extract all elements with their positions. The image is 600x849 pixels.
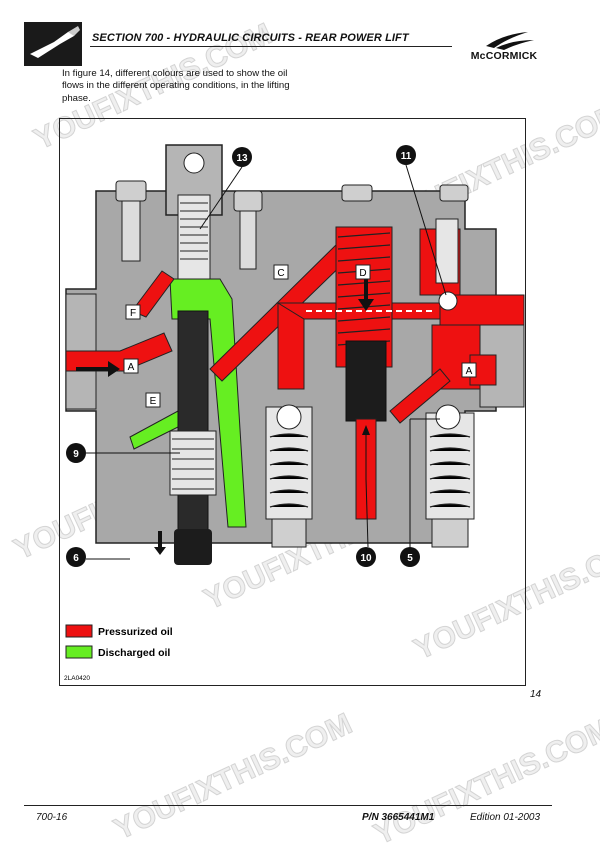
letter-label: A xyxy=(466,366,473,377)
footer-page-number: 700-16 xyxy=(36,812,68,823)
brand-name: McCORMICK xyxy=(470,50,538,62)
hydraulic-diagram: A A C D E F 13 11 xyxy=(64,144,525,682)
watermark-text: YOUFIXTHIS.COM xyxy=(369,712,600,849)
callout-label: 11 xyxy=(401,151,412,162)
section-title: SECTION 700 - HYDRAULIC CIRCUITS - REAR … xyxy=(92,32,409,44)
letter-label: A xyxy=(128,362,135,373)
hydraulic-figure: A A C D E F 13 11 xyxy=(59,118,526,686)
section-icon xyxy=(24,22,82,66)
letter-label: E xyxy=(150,396,157,407)
footer-edition: Edition 01-2003 xyxy=(470,812,541,823)
legend-label-pressurized: Pressurized oil xyxy=(98,626,173,638)
callout-label: 9 xyxy=(73,449,79,460)
watermark-text: YOUFIXTHIS.COM xyxy=(109,707,357,846)
callout-label: 5 xyxy=(407,553,413,564)
legend-label-discharged: Discharged oil xyxy=(98,647,170,659)
header-divider xyxy=(90,46,452,47)
figure-code: 2LA0420 xyxy=(64,675,90,682)
legend-swatch-pressurized xyxy=(65,624,93,638)
callout-numbers: 13 11 9 6 10 5 xyxy=(66,145,420,567)
figure-number: 14 xyxy=(530,689,542,700)
port-letter-labels: A A C D E F xyxy=(123,264,477,408)
callout-label: 10 xyxy=(360,553,372,564)
legend: Pressurized oil Discharged oil xyxy=(65,624,173,659)
callout-label: 6 xyxy=(73,553,79,564)
legend-swatch-discharged xyxy=(65,645,93,659)
mccormick-logo-icon xyxy=(486,32,534,50)
footer-divider xyxy=(24,805,552,806)
footer-part-number: P/N 3665441M1 xyxy=(362,812,435,823)
letter-label: D xyxy=(359,268,366,279)
letter-label: C xyxy=(277,268,284,279)
letter-label: F xyxy=(130,308,136,319)
callout-label: 13 xyxy=(236,153,248,164)
intro-paragraph: In figure 14, different colours are used… xyxy=(62,68,290,104)
